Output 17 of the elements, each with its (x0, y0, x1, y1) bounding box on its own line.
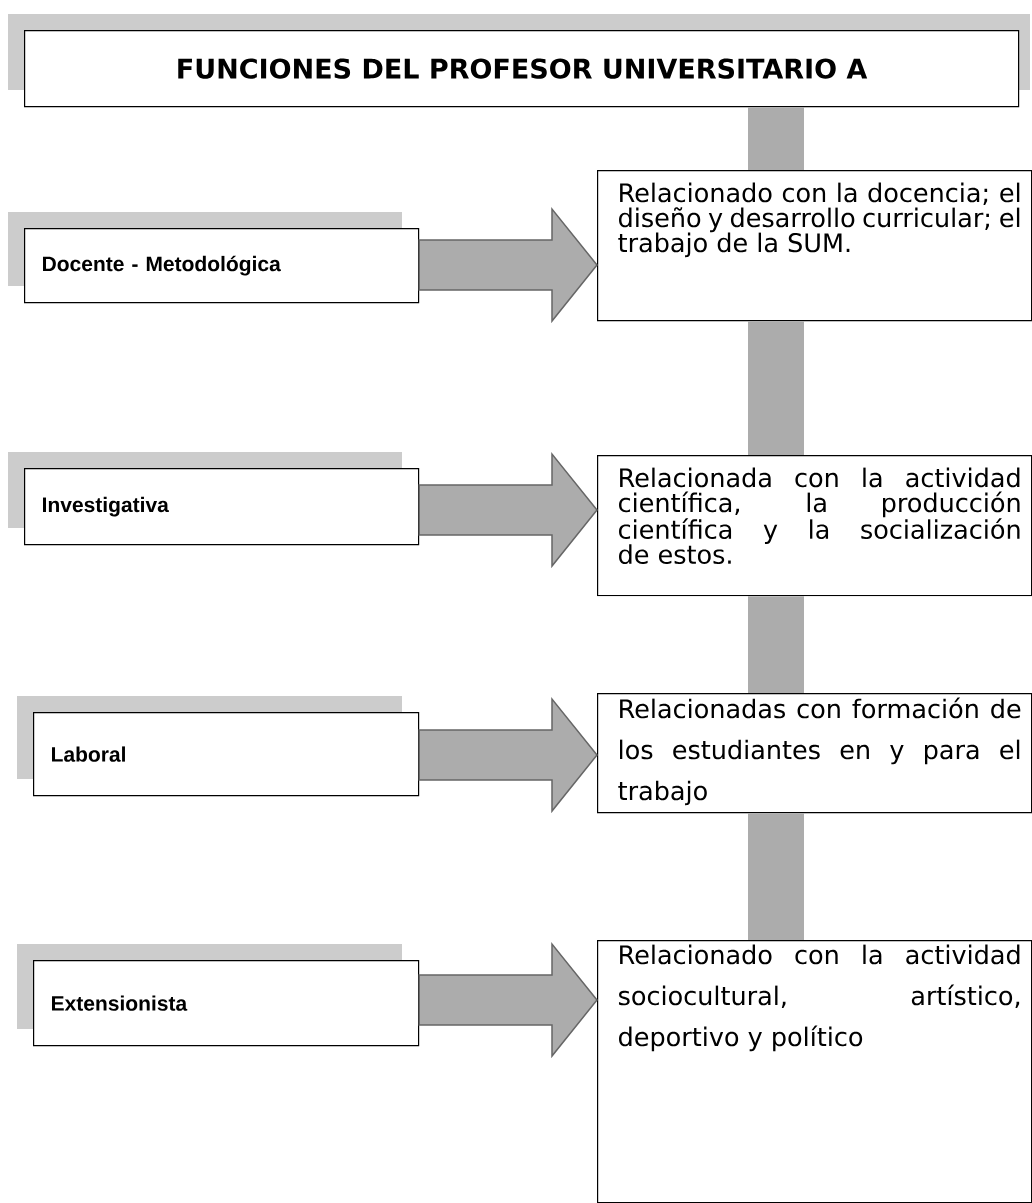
connector-bar (418, 206, 598, 324)
connector-bar (418, 696, 598, 814)
connector-bar (418, 941, 598, 1059)
description-box: Relacionado con la actividad sociocultural, artístico, deportivo y político (597, 940, 1032, 1203)
connector-bar (748, 813, 804, 940)
function-box: Docente - Metodológica (24, 228, 420, 304)
description-box: Relacionado con la docencia; el diseño y desarrollo curricular; el trabajo de la SUM. (597, 170, 1032, 322)
description-box: Relacionada con la actividad científica, la producción científica y la socialización de estos. (597, 455, 1032, 597)
connector-bar (418, 451, 598, 569)
title-box: FUNCIONES DEL PROFESOR UNIVERSITARIO A (24, 30, 1020, 108)
connector-bar (748, 596, 804, 693)
function-box: Laboral (33, 712, 420, 797)
function-box: Extensionista (33, 960, 420, 1047)
function-box: Investigativa (24, 468, 420, 546)
connector-bar (748, 107, 804, 170)
description-box: Relacionadas con formación de los estudiantes en y para el trabajo (597, 693, 1032, 814)
connector-bar (748, 321, 804, 455)
